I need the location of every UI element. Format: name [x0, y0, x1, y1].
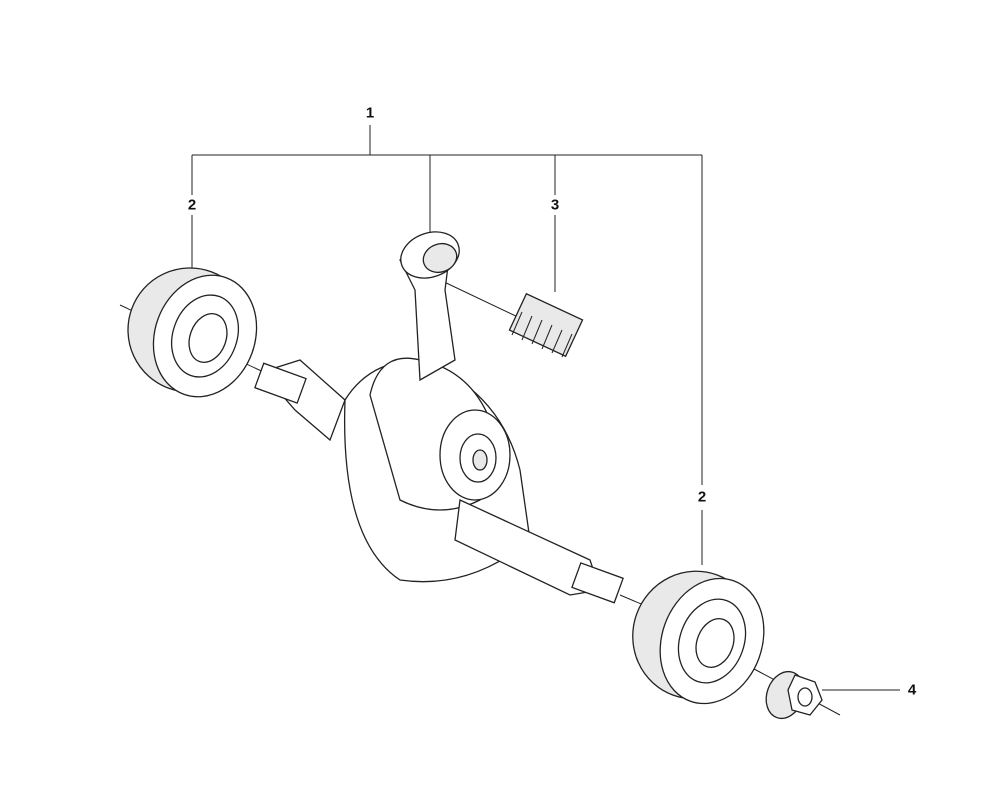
needle-bearing — [508, 292, 584, 358]
callout-1: 1 — [365, 104, 375, 122]
callout-4: 4 — [907, 681, 917, 699]
right-ball-bearing — [632, 570, 765, 705]
callout-2-left: 2 — [187, 196, 197, 214]
leader-lines — [191, 125, 900, 691]
flange-nut — [765, 670, 823, 720]
crankshaft — [254, 231, 624, 604]
callout-3: 3 — [550, 196, 560, 214]
callout-2-right: 2 — [697, 488, 707, 506]
left-ball-bearing — [127, 267, 258, 398]
